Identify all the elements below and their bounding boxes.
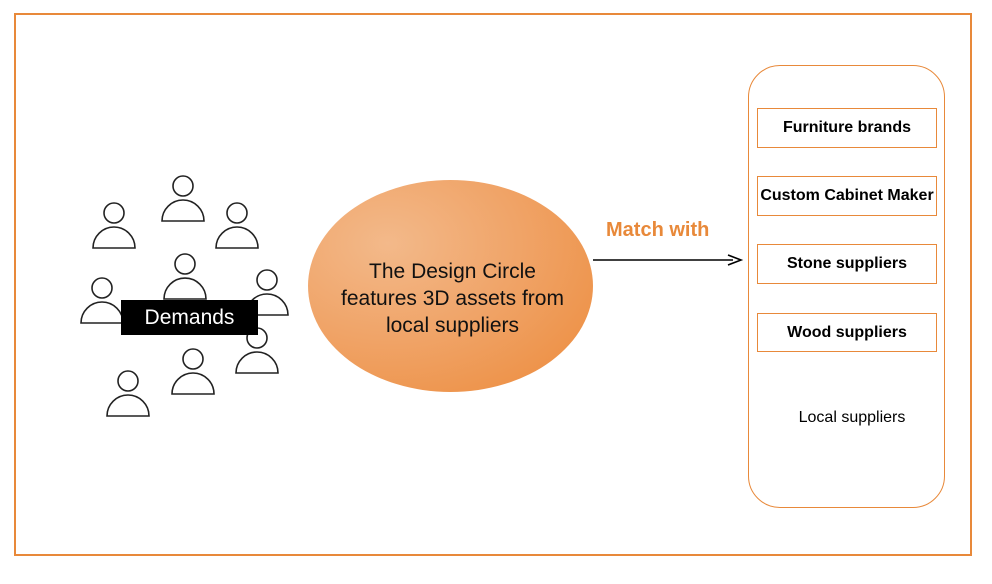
person-icon — [161, 175, 205, 222]
person-icon — [171, 348, 215, 395]
match-with-label: Match with — [606, 219, 710, 241]
design-circle-text: The Design Circle features 3D assets fro… — [341, 260, 564, 337]
diagram-frame — [14, 13, 972, 556]
design-circle-ellipse — [308, 180, 593, 392]
local-suppliers-panel — [748, 65, 945, 508]
person-icon — [92, 202, 136, 249]
supplier-wood: Wood suppliers — [757, 313, 937, 352]
demands-label: Demands — [121, 300, 258, 335]
supplier-furniture-brands: Furniture brands — [757, 108, 937, 148]
supplier-stone: Stone suppliers — [757, 244, 937, 284]
person-icon — [163, 253, 207, 300]
local-suppliers-caption: Local suppliers — [798, 409, 906, 426]
person-icon — [215, 202, 259, 249]
supplier-custom-cabinet-maker: Custom Cabinet Maker — [757, 176, 937, 216]
person-icon — [106, 370, 150, 417]
